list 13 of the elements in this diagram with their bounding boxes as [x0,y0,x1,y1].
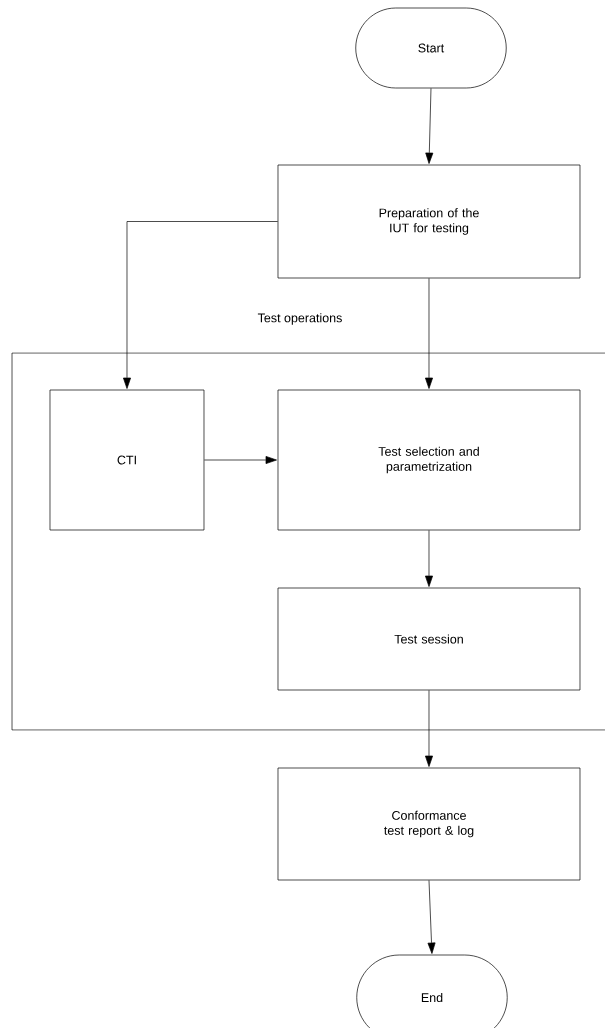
process-box: Preparation of the IUT for testing [277,164,581,279]
process-box: Conformance test report & log [277,767,581,881]
process-box: Test session [277,587,581,691]
process-box: CTI [49,389,205,531]
arrow [425,88,434,164]
arrow [427,880,436,954]
arrow [123,221,278,389]
arrow [204,456,277,464]
arrow [425,278,433,389]
arrow [425,690,433,767]
group-heading: Test operations [257,313,342,325]
process-box: Test selection and parametrization [277,389,581,531]
arrow [425,530,433,587]
